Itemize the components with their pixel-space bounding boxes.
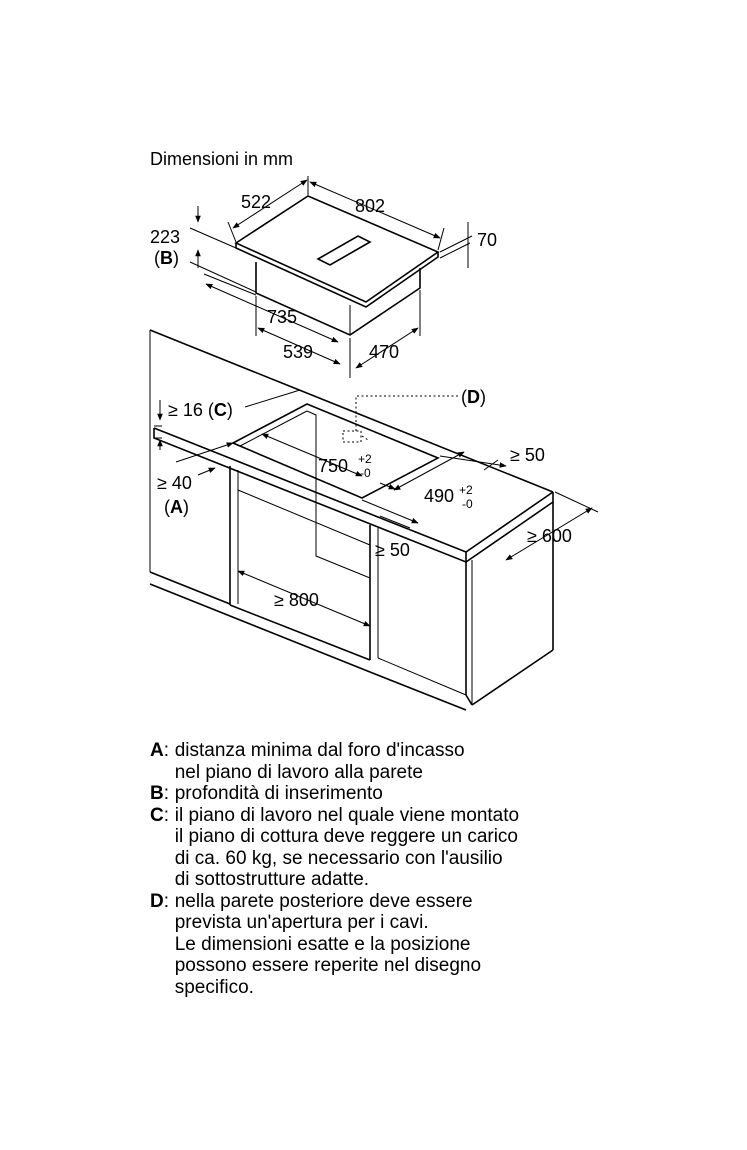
installation-diagram: Dimensioni in mm bbox=[149, 149, 599, 711]
legend-separator: : bbox=[163, 890, 170, 912]
front-distance-label: ≥ 50 bbox=[375, 540, 410, 560]
insertion-depth-label: 223 bbox=[150, 227, 180, 247]
legend-text: profondità di inserimento bbox=[175, 783, 383, 805]
cutout-depth-tol-minus: -0 bbox=[462, 497, 473, 511]
side-distance-label: ≥ 50 bbox=[510, 445, 545, 465]
worktop-thickness-label: ≥ 16 (C) bbox=[168, 400, 233, 420]
cutout-width-label: 750 bbox=[318, 456, 348, 476]
legend-line: distanza minima dal foro d'incasso bbox=[174, 740, 465, 761]
worktop-drawing bbox=[149, 329, 554, 711]
body-depth-a-label: 539 bbox=[283, 342, 313, 362]
cutout-width-tol-minus: -0 bbox=[360, 466, 371, 480]
worktop-depth-label: ≥ 600 bbox=[527, 526, 572, 546]
legend-line: prevista un'apertura per i cavi. bbox=[174, 912, 429, 933]
legend-line: nella parete posteriore deve essere bbox=[174, 890, 473, 912]
legend-key: B bbox=[150, 783, 164, 804]
worktop-dimension-lines bbox=[154, 389, 599, 627]
legend-separator: : bbox=[163, 740, 170, 761]
cabinet-width-label: ≥ 800 bbox=[274, 590, 319, 610]
legend-line: il piano di cottura deve reggere un cari… bbox=[174, 826, 518, 847]
legend-line: di sottostrutture adatte. bbox=[174, 869, 370, 890]
legend-line: possono essere reperite nel disegno bbox=[174, 955, 482, 976]
legend-line: Le dimensioni esatte e la posizione bbox=[174, 933, 471, 955]
legend-key: A bbox=[150, 740, 164, 761]
cutout-width-tol-plus: +2 bbox=[358, 452, 372, 466]
wall-distance-tag: (A) bbox=[164, 497, 189, 517]
insertion-depth-tag: (B) bbox=[154, 248, 179, 268]
hob-depth-label: 522 bbox=[241, 192, 271, 212]
legend-item-c: C:il piano di lavoro nel quale viene mon… bbox=[150, 805, 730, 891]
legend-key: D bbox=[150, 890, 164, 912]
cable-opening bbox=[342, 395, 458, 443]
hob-height-label: 70 bbox=[477, 230, 497, 250]
legend-line: specifico. bbox=[174, 976, 254, 998]
hob-width-label: 802 bbox=[355, 196, 385, 216]
hob-dimension-lines bbox=[189, 176, 473, 378]
legend-line: nel piano di lavoro alla parete bbox=[174, 761, 423, 783]
cutout-depth-tol-plus: +2 bbox=[459, 483, 473, 497]
cable-opening-tag: (D) bbox=[461, 387, 486, 407]
body-width-label: 735 bbox=[267, 307, 297, 327]
legend-item-b: B:profondità di inserimento bbox=[150, 783, 730, 805]
legend-separator: : bbox=[163, 804, 170, 826]
legend-separator: : bbox=[163, 783, 170, 804]
wall-distance-label: ≥ 40 bbox=[157, 473, 192, 493]
legend-line: profondità di inserimento bbox=[174, 783, 383, 804]
diagram-title: Dimensioni in mm bbox=[150, 149, 293, 169]
legend-text: il piano di lavoro nel quale viene monta… bbox=[175, 805, 519, 891]
body-depth-b-label: 470 bbox=[369, 342, 399, 362]
legend-key: C bbox=[150, 804, 164, 826]
cutout-depth-label: 490 bbox=[424, 486, 454, 506]
legend-line: di ca. 60 kg, se necessario con l'ausili… bbox=[174, 847, 503, 869]
legend-line: il piano di lavoro nel quale viene monta… bbox=[174, 804, 520, 826]
